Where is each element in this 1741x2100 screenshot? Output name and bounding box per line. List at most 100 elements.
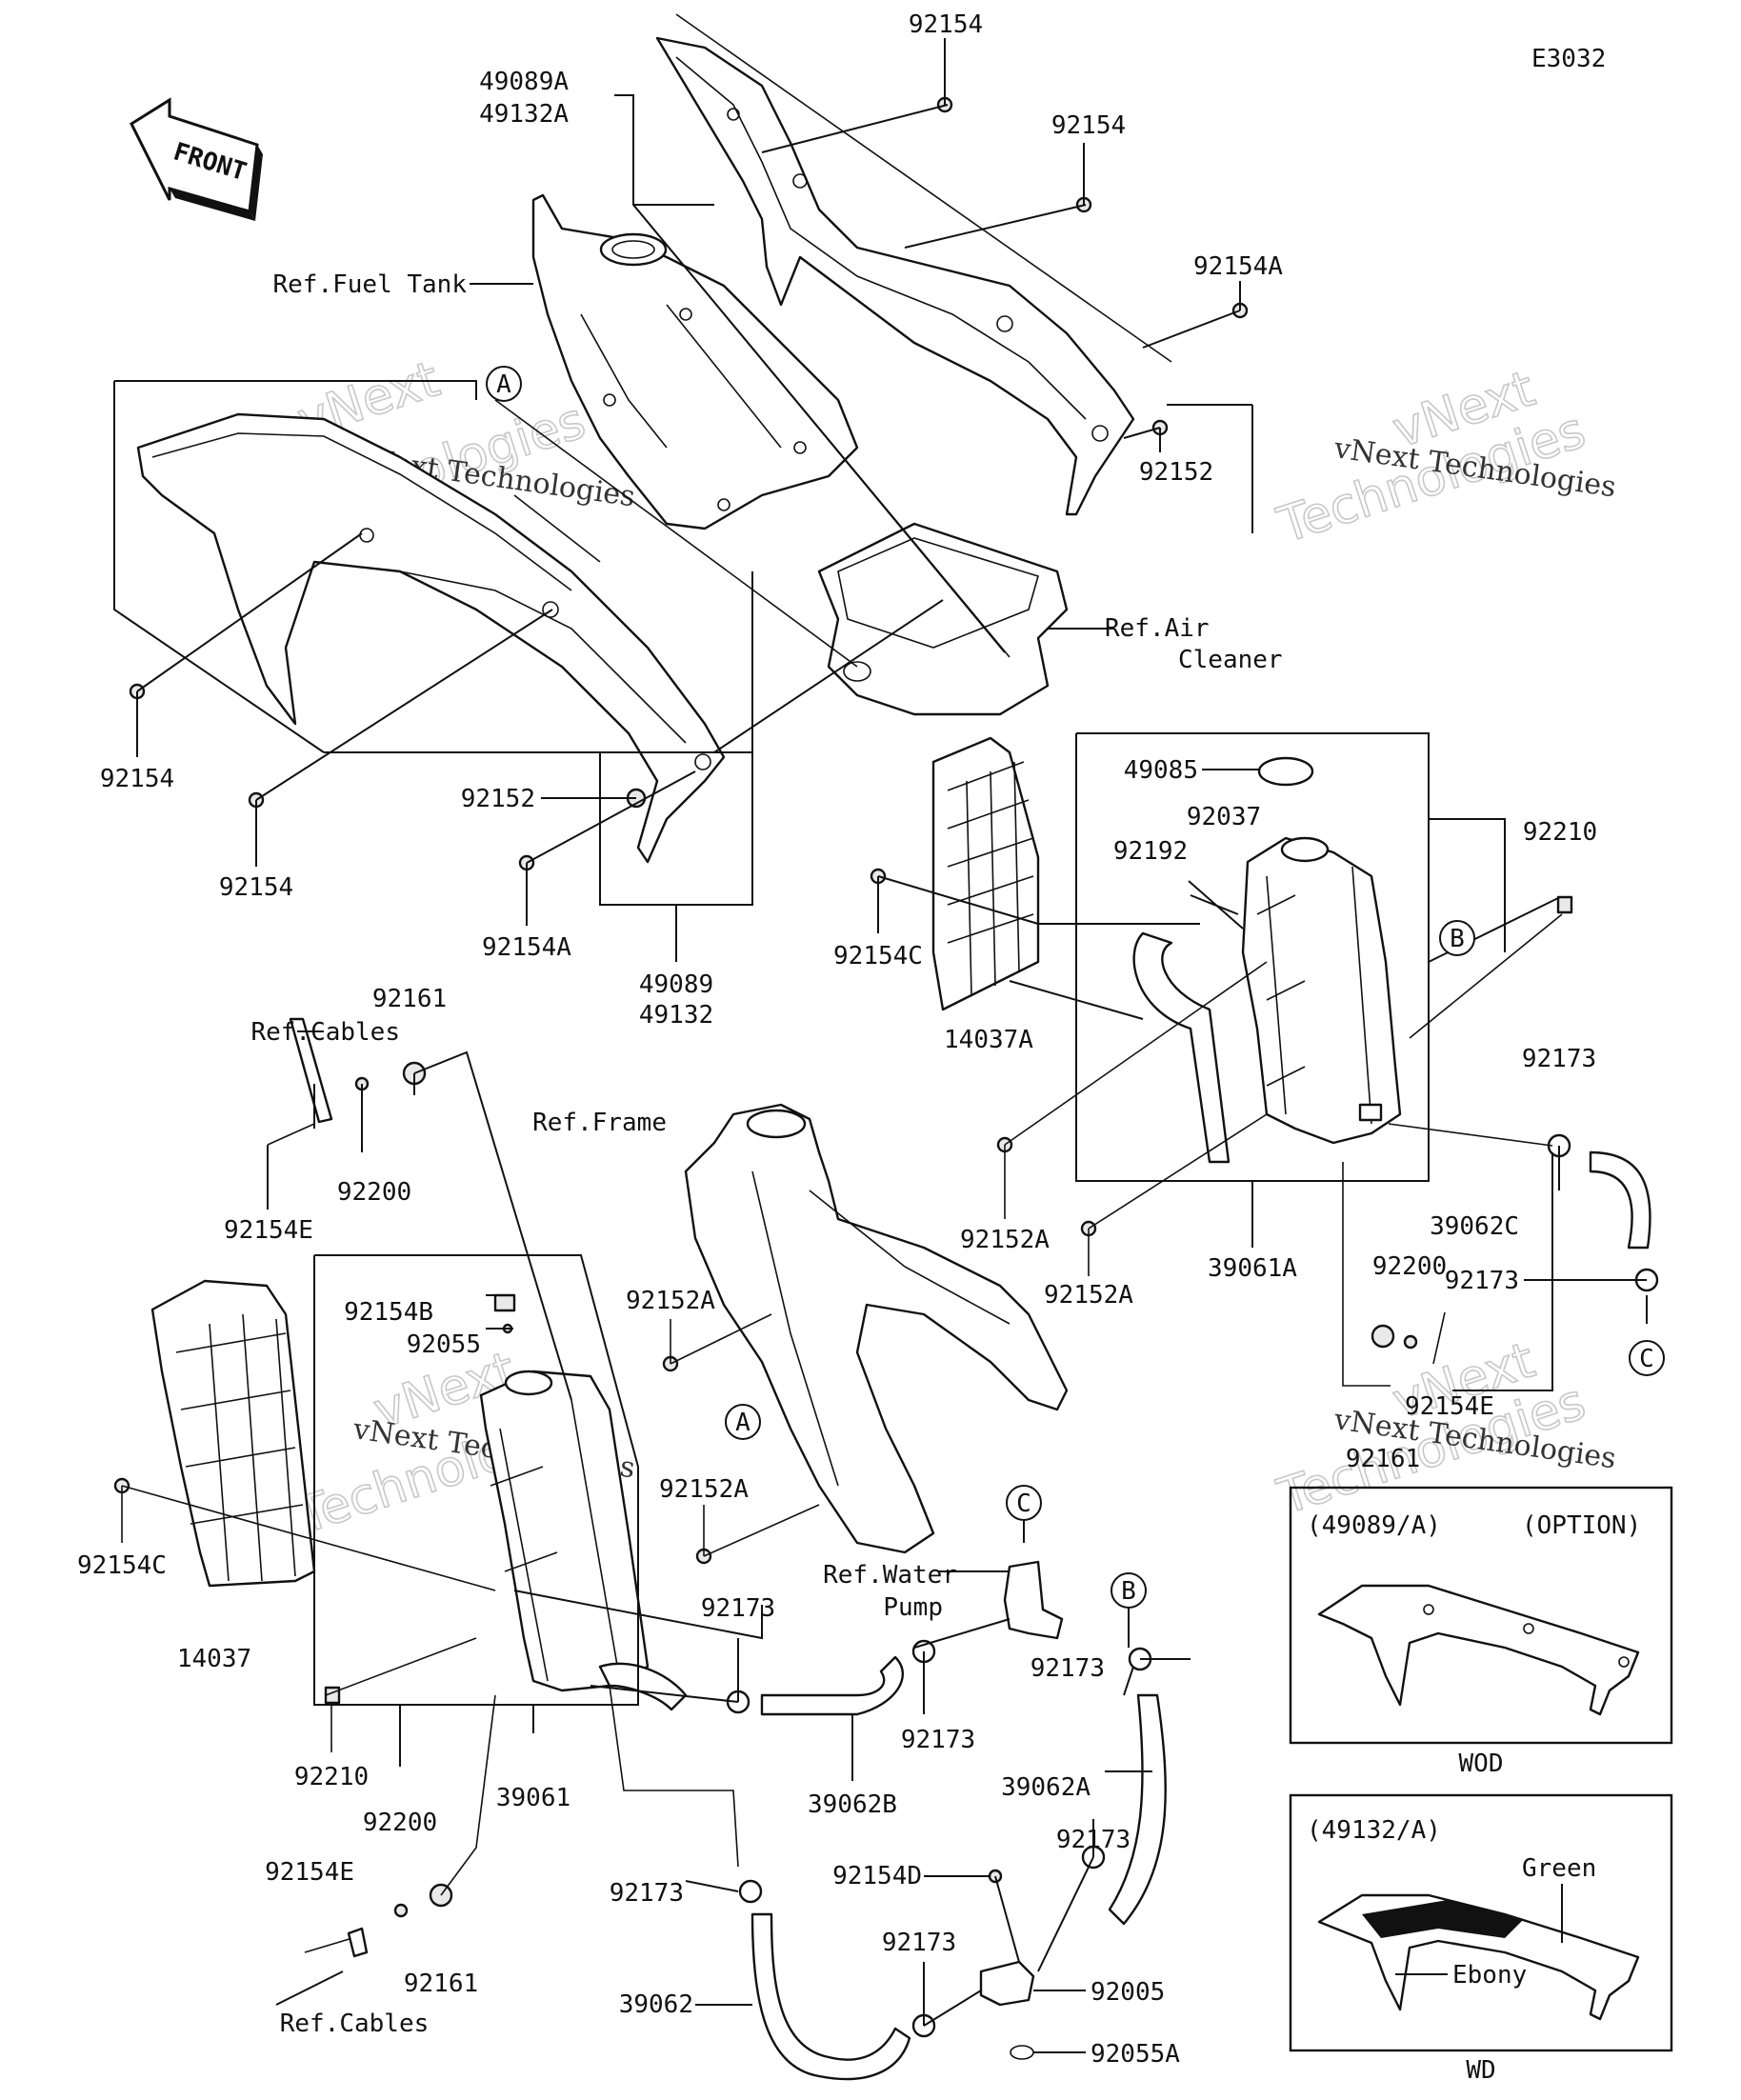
part-label: 92154C	[77, 1551, 167, 1580]
ref-label: Ref.Air	[1105, 614, 1210, 643]
part-label: 92173	[901, 1726, 975, 1754]
part-label: 92173	[1445, 1267, 1519, 1295]
part-label: 92173	[1056, 1826, 1131, 1854]
ref-label: Cleaner	[1178, 646, 1283, 674]
air-cleaner-drawing	[817, 522, 1069, 716]
part-labels: 92154 49089A 49132A 92154 92154A 92152 R…	[77, 10, 1597, 2069]
part-label: 92154A	[1193, 252, 1283, 281]
part-label: 92154	[219, 873, 293, 902]
part-label: 92161	[404, 1970, 478, 1998]
part-label: 92173	[610, 1879, 684, 1908]
part-label: 92055A	[1091, 2040, 1180, 2069]
part-label: 92154	[100, 765, 174, 793]
part-label: 92154	[909, 10, 983, 39]
part-label: 14037	[177, 1645, 251, 1673]
part-label: 92154	[1051, 111, 1126, 140]
callout-c-label: C	[1016, 1490, 1031, 1518]
ref-label: Ref.Cables	[250, 1018, 400, 1047]
part-label: 39062A	[1001, 1773, 1091, 1802]
front-arrow-icon: FRONT	[130, 97, 263, 221]
water-pump-drawing	[1003, 1560, 1064, 1640]
leader-lines	[113, 13, 1648, 2053]
ref-label: Ref.Fuel Tank	[273, 270, 468, 299]
inset-color-code: (49132/A)	[1307, 1816, 1441, 1845]
callout-b-right	[1439, 920, 1475, 956]
callout-b-bottom	[1111, 1572, 1147, 1609]
part-label: 92154E	[1405, 1392, 1494, 1421]
diagram-code: E3032	[1531, 45, 1606, 73]
radiator-grille-left-drawing	[150, 1279, 316, 1588]
inset-color-frame	[1289, 1793, 1673, 2052]
callout-b-label: B	[1121, 1577, 1136, 1606]
part-label: 92152A	[626, 1287, 715, 1315]
part-label: 92173	[882, 1929, 956, 1957]
ref-label: Pump	[883, 1593, 943, 1622]
part-label: 92154B	[344, 1298, 433, 1327]
part-label: 92200	[337, 1178, 411, 1207]
part-label: 92192	[1113, 837, 1188, 866]
part-label: 92005	[1091, 1978, 1165, 2007]
part-label: 92152A	[960, 1226, 1050, 1254]
part-label: 14037A	[944, 1026, 1033, 1054]
part-label: 92037	[1187, 803, 1261, 831]
left-shroud-drawing	[136, 412, 726, 864]
inset-option-code: (49089/A)	[1307, 1511, 1441, 1540]
part-label: 92161	[1346, 1445, 1420, 1473]
part-label: 49085	[1124, 756, 1198, 785]
right-shroud-drawing	[655, 36, 1135, 516]
part-label: 92154A	[482, 933, 571, 962]
part-label: 92161	[372, 985, 447, 1013]
part-label: 39062B	[808, 1790, 897, 1819]
inset-color-ebony: Ebony	[1452, 1961, 1527, 1990]
part-label: 92152A	[659, 1475, 749, 1504]
part-label: 92152	[461, 785, 535, 813]
callout-circles: A B C A C B	[486, 366, 1665, 1609]
part-label: 92173	[701, 1594, 775, 1623]
option-shroud-drawing	[1317, 1584, 1640, 1716]
part-label: 92173	[1522, 1045, 1596, 1073]
part-label: 39062	[619, 1990, 693, 2019]
inset-option-panel: (49089/A) (OPTION) WOD	[1289, 1486, 1673, 1778]
callout-a-top	[486, 366, 522, 402]
ref-label: Ref.Cables	[280, 2010, 430, 2038]
part-label: 92154C	[833, 942, 923, 970]
part-label: 92210	[294, 1763, 369, 1791]
part-label: 49089A	[479, 68, 569, 96]
inset-option-frame	[1289, 1486, 1673, 1745]
inset-color-panel: (49132/A) Green Ebony WD	[1289, 1793, 1673, 2085]
part-label: 92210	[1523, 818, 1597, 847]
hose-drawings	[598, 931, 1651, 2081]
part-label: 92152	[1139, 458, 1213, 487]
part-label: 92154E	[224, 1216, 313, 1245]
callout-a-label: A	[735, 1409, 750, 1437]
callout-b-label: B	[1450, 925, 1465, 953]
part-label: 92055	[407, 1330, 481, 1359]
color-shroud-graphic	[1362, 1900, 1524, 1938]
part-label: 92154D	[832, 1862, 922, 1890]
radiator-left-drawing	[479, 1370, 650, 1692]
part-label: 92200	[363, 1809, 437, 1837]
callout-a-label: A	[496, 370, 511, 399]
part-label: 49089	[639, 970, 713, 999]
part-label: 92173	[1031, 1654, 1105, 1683]
part-label: 92152A	[1044, 1281, 1133, 1310]
frame-drawing	[684, 1103, 1069, 1554]
fuel-tank-drawing	[531, 193, 859, 530]
inset-color-caption: WD	[1466, 2056, 1495, 2085]
part-label: 39061	[496, 1784, 570, 1812]
part-label: 39062C	[1430, 1212, 1519, 1241]
part-label: 92200	[1372, 1252, 1447, 1281]
inset-option-tag: (OPTION)	[1522, 1511, 1641, 1540]
ref-label: Ref.Frame	[532, 1109, 667, 1137]
ref-label: Ref.Water	[823, 1561, 957, 1590]
part-label: 92154E	[265, 1858, 354, 1887]
callout-c-right	[1629, 1340, 1665, 1376]
callout-c-label: C	[1639, 1345, 1654, 1373]
part-label: 39061A	[1208, 1254, 1297, 1283]
part-label: 49132A	[479, 100, 569, 129]
callout-a-frame	[725, 1404, 761, 1440]
part-label: 49132	[639, 1001, 713, 1030]
inset-color-green: Green	[1522, 1854, 1596, 1883]
joint-drawing	[979, 1960, 1035, 2007]
